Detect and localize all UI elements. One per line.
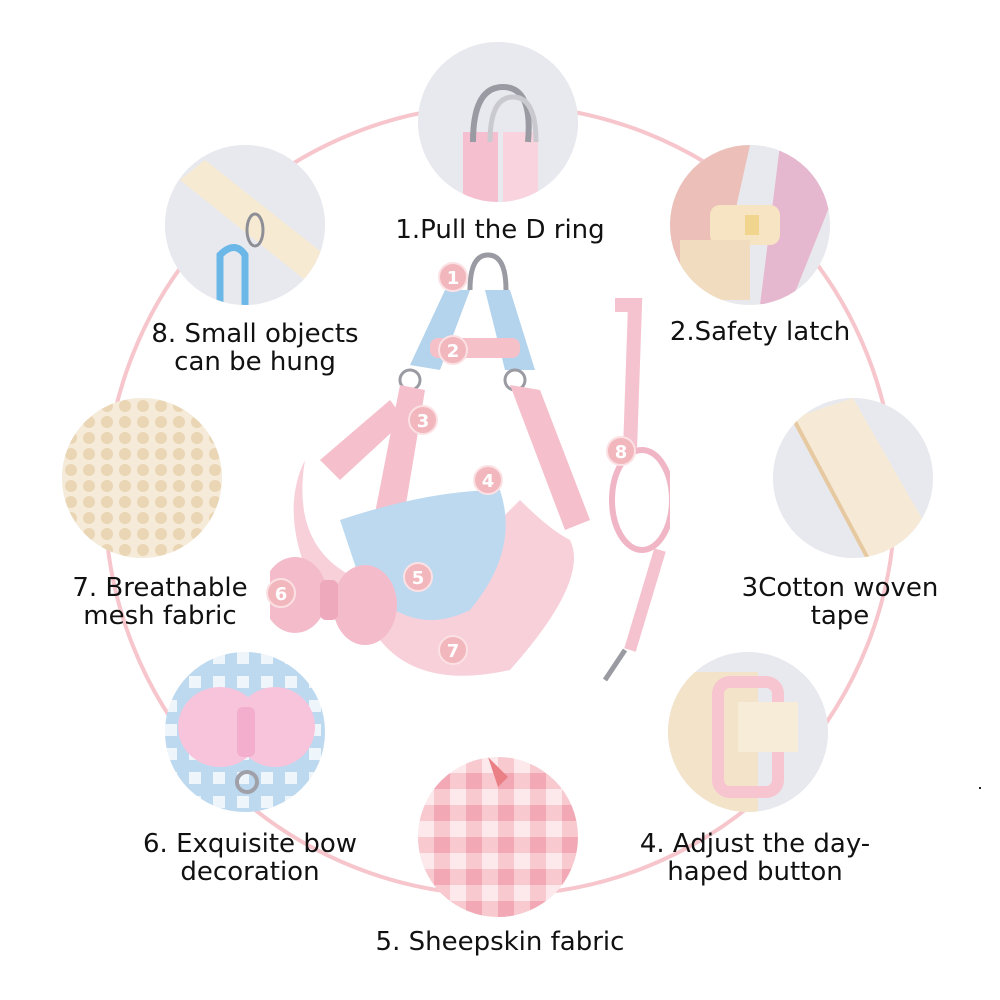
feature-2-label: 2.Safety latch — [669, 317, 851, 347]
badge-4: 4 — [473, 465, 503, 495]
badge-6: 6 — [266, 578, 296, 608]
badge-1: 1 — [438, 262, 468, 292]
feature-6-image — [165, 652, 325, 812]
feature-5-label: 5. Sheepskin fabric — [375, 927, 625, 957]
feature-1-image — [418, 42, 578, 202]
artifact-dot — [979, 787, 981, 789]
badge-3: 3 — [408, 405, 438, 435]
feature-8-label: 8. Small objects can be hung — [151, 319, 359, 377]
badge-5: 5 — [403, 562, 433, 592]
badge-7: 7 — [438, 635, 468, 665]
feature-5-image — [418, 757, 578, 917]
feature-4-image — [668, 652, 828, 812]
feature-3-image — [773, 398, 933, 558]
harness-product-image: 1 2 3 4 5 6 7 8 — [263, 250, 675, 690]
feature-1-label: 1.Pull the D ring — [395, 215, 605, 245]
feature-8-image — [165, 145, 325, 305]
badge-2: 2 — [438, 335, 468, 365]
feature-7-image — [62, 398, 222, 558]
feature-6-label: 6. Exquisite bow decoration — [143, 829, 357, 887]
badge-8: 8 — [606, 436, 636, 466]
harness-illustration — [263, 252, 675, 682]
feature-7-label: 7. Breathable mesh fabric — [72, 573, 248, 631]
feature-2-image — [670, 145, 830, 305]
feature-3-label: 3Cotton woven tape — [741, 573, 939, 631]
feature-4-label: 4. Adjust the day- haped button — [639, 829, 871, 887]
